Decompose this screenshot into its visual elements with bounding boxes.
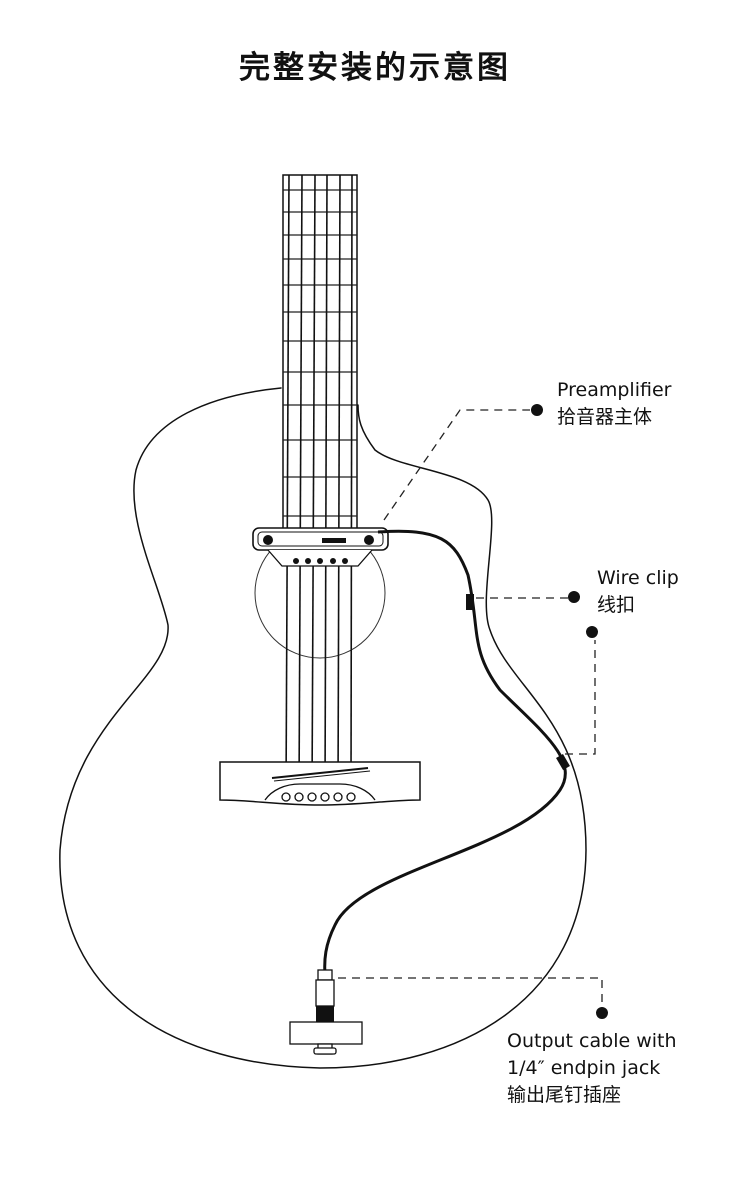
wireclip-label-zh: 线扣	[597, 594, 636, 616]
string-1	[285, 174, 290, 796]
bridge-pin-2	[294, 792, 304, 802]
string-4	[324, 174, 328, 796]
wireclip-label: Wire clip 线扣	[597, 565, 679, 619]
output-cable	[323, 529, 567, 976]
wireclip-lower-dot	[586, 626, 598, 638]
preamp-dot	[531, 404, 543, 416]
bridge-pin-4	[320, 792, 330, 802]
string-5	[337, 174, 341, 796]
output-leader-line	[338, 977, 603, 1005]
preamp-label: Preamplifier 拾音器主体	[557, 377, 671, 431]
string-2	[298, 174, 303, 796]
string-6	[350, 174, 353, 796]
bridge-pin-5	[333, 792, 343, 802]
fretboard	[282, 174, 358, 531]
guitar-body-outline	[59, 387, 587, 1069]
diagram-title: 完整安装的示意图	[239, 50, 511, 86]
wireclip-dot	[568, 591, 580, 603]
preamplifier	[252, 527, 389, 567]
bridge-pin-3	[307, 792, 317, 802]
preamp-label-zh: 拾音器主体	[557, 406, 653, 428]
output-dot	[596, 1007, 608, 1019]
output-label-en2: 1/4″ endpin jack	[507, 1057, 661, 1079]
string-3	[311, 174, 316, 796]
wireclip-label-en: Wire clip	[597, 567, 679, 589]
output-label: Output cable with 1/4″ endpin jack 输出尾钉插…	[507, 1028, 677, 1109]
bridge	[219, 761, 421, 806]
output-label-en1: Output cable with	[507, 1030, 677, 1052]
bridge-pin-1	[281, 792, 291, 802]
wire-clip-lower	[556, 753, 570, 771]
bridge-pin-6	[346, 792, 356, 802]
preamp-leader-line	[383, 409, 530, 521]
preamp-label-en: Preamplifier	[557, 379, 672, 401]
wireclip-lower-leader-line	[565, 640, 596, 755]
output-label-zh: 输出尾钉插座	[507, 1084, 622, 1106]
wire-clip-upper	[466, 594, 474, 610]
endpin-jack	[289, 969, 363, 1055]
strings	[285, 174, 353, 796]
